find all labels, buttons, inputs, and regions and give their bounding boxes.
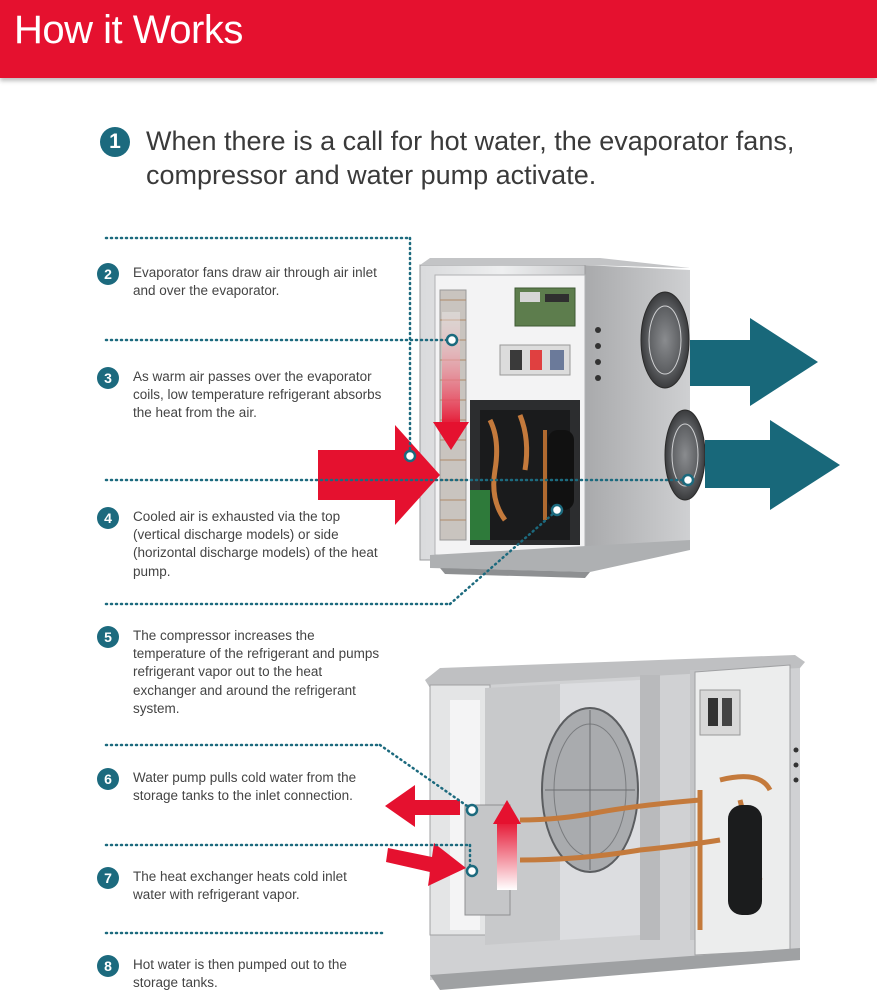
page-title: How it Works [14, 8, 243, 52]
leader-lines-unit-2 [104, 743, 472, 935]
step-6-text: Water pump pulls cold water from the sto… [133, 770, 357, 804]
step-2-text: Evaporator fans draw air through air inl… [133, 265, 377, 299]
air-exhaust-arrow-lower [705, 420, 840, 510]
header-bar: How it Works [0, 0, 877, 78]
step-8-badge: 8 [97, 955, 119, 977]
step-3-text: As warm air passes over the evaporator c… [133, 369, 382, 421]
heat-pump-unit-front-illustration [419, 258, 706, 578]
leader-lines-unit-1 [104, 236, 690, 606]
heat-pump-unit-side-illustration [425, 655, 805, 990]
step-8-text: Hot water is then pumped out to the stor… [133, 957, 347, 991]
step-5-text: The compressor increases the temperature… [133, 628, 380, 716]
step-7-badge: 7 [97, 867, 119, 889]
step-4-badge: 4 [97, 507, 119, 529]
step-1-text: When there is a call for hot water, the … [146, 126, 795, 190]
step-6-badge: 6 [97, 768, 119, 790]
hot-water-out-arrow [385, 785, 460, 827]
cold-water-in-arrow [386, 843, 466, 886]
step-7-text: The heat exchanger heats cold inlet wate… [133, 869, 347, 903]
step-5-badge: 5 [97, 626, 119, 648]
step-3-badge: 3 [97, 367, 119, 389]
air-exhaust-arrow-upper [690, 318, 818, 406]
step-4-text: Cooled air is exhausted via the top (ver… [133, 509, 378, 579]
step-2-badge: 2 [97, 263, 119, 285]
step-1-badge: 1 [100, 127, 130, 157]
